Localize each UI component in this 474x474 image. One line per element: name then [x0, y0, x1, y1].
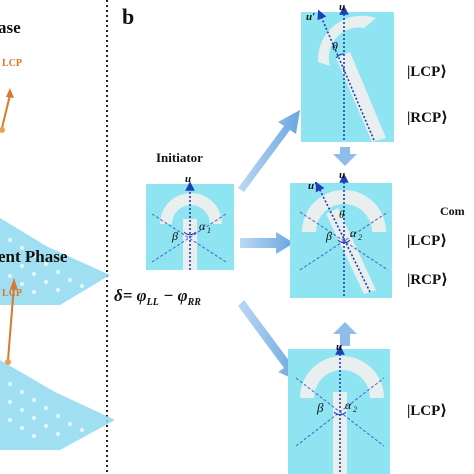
- alpha-label: α: [199, 219, 206, 233]
- diag-axis-2: [299, 211, 389, 271]
- c-shape-arc: [302, 190, 386, 232]
- delta-minus: − φ: [159, 286, 188, 305]
- nanobar: [333, 392, 347, 474]
- cell-initiator: u β α 1: [146, 173, 234, 270]
- u-label: u: [185, 173, 191, 185]
- metasurface-bottom-pattern: [8, 382, 84, 438]
- u-prime-label: u′: [306, 11, 315, 23]
- u-prime-label: u′: [308, 180, 317, 192]
- angle-arc: [183, 231, 197, 236]
- beam-spot-top: [0, 127, 5, 133]
- metasurface-bottom: [0, 360, 115, 450]
- lcp-label-top: LCP: [2, 58, 22, 69]
- lcp-beam-top-head: [6, 88, 14, 98]
- arrow-to-middle: [240, 232, 294, 254]
- cell-top: u u′ θ: [301, 1, 394, 142]
- c-shape-arc: [317, 15, 376, 66]
- right-partial-label: Com: [440, 204, 465, 218]
- state-label-bottom-lcp: |LCP⟩: [407, 403, 447, 419]
- arrow-bottom-to-middle: [333, 322, 357, 346]
- theta-label: θ: [339, 209, 345, 221]
- beta-label: β: [171, 229, 178, 243]
- beta-label: β: [316, 400, 324, 415]
- state-label-top-lcp: |LCP⟩: [407, 64, 447, 80]
- lcp-beam-bottom: [7, 284, 15, 361]
- alpha-label: α: [350, 226, 357, 240]
- theta-label: θ: [332, 39, 338, 53]
- flow-arrows: [238, 110, 357, 382]
- phase-top-label: ase: [0, 18, 21, 37]
- alpha-label: α: [345, 398, 352, 412]
- angle-arc: [333, 411, 347, 416]
- beam-spot-bottom: [5, 359, 11, 365]
- lcp-beam-bottom-head: [10, 278, 18, 290]
- state-label-top-rcp: |RCP⟩: [407, 110, 448, 126]
- lcp-beam-top: [1, 94, 11, 129]
- delta-sub-rr: RR: [187, 297, 202, 308]
- svg-text:δ= φLL − φRR: δ= φLL − φRR: [114, 286, 201, 308]
- beta-label: β: [325, 229, 332, 243]
- cell-bottom: u β α 2: [288, 341, 390, 474]
- u-prime-axis: [317, 9, 375, 141]
- panel-b-label: b: [122, 4, 134, 29]
- phase-bottom-label: ent Phase: [0, 247, 68, 266]
- u-label: u: [339, 169, 345, 181]
- nanobar: [336, 52, 386, 142]
- state-label-mid-lcp: |LCP⟩: [407, 233, 447, 249]
- c-shape-arc: [160, 193, 222, 224]
- initiator-label: Initiator: [156, 150, 203, 165]
- arrow-top-to-middle: [333, 147, 357, 166]
- angle-arc: [337, 239, 351, 244]
- u-label: u: [336, 341, 342, 353]
- arrow-to-top: [238, 110, 300, 192]
- state-label-mid-rcp: |RCP⟩: [407, 272, 448, 288]
- diag-axis-2: [295, 377, 385, 447]
- left-panel: ase LCP ent Phase LCP: [0, 0, 115, 474]
- arrow-to-bottom: [238, 300, 300, 382]
- delta-sub-ll: LL: [146, 297, 159, 308]
- u-label: u: [339, 1, 345, 13]
- metasurface-top: [0, 218, 110, 305]
- delta-main: δ= φ: [114, 286, 147, 305]
- theta-arc: [335, 53, 345, 59]
- alpha-sub: 2: [353, 405, 357, 414]
- alpha-sub: 2: [358, 233, 362, 242]
- delta-equation: δ= φLL − φRR: [114, 286, 201, 308]
- alpha-sub: 1: [207, 226, 211, 235]
- cell-middle: u u′ θ β α 2: [290, 169, 392, 298]
- lcp-label-bottom: LCP: [2, 288, 22, 299]
- metasurface-top-pattern: [8, 238, 84, 294]
- c-shape-arc: [300, 356, 384, 398]
